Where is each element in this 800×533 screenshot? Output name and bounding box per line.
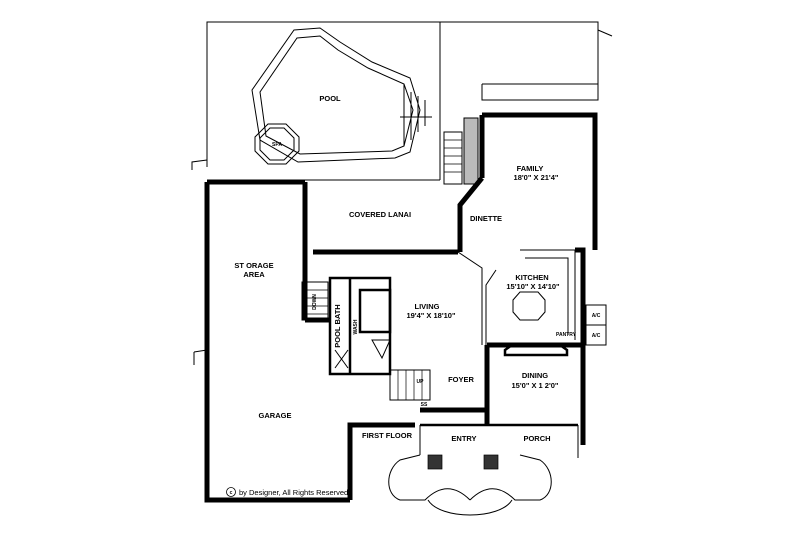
entry-label: ENTRY <box>451 434 476 443</box>
living-size: 19'4" X 18'10" <box>406 311 455 320</box>
spa: SPA <box>254 123 300 165</box>
storage-label: ST ORAGE <box>234 261 273 270</box>
dining-label: DINING <box>522 371 548 380</box>
small-labels: UP DOWN A/C A/C PANTRY WASH SS <box>312 294 601 408</box>
covered-lanai-label: COVERED LANAI <box>349 210 411 219</box>
storage-label-2: AREA <box>243 270 265 279</box>
copyright-text: by Designer, All Rights Reserved <box>239 488 348 497</box>
family-size: 18'0" X 21'4" <box>514 173 559 182</box>
spa-label: SPA <box>272 142 282 148</box>
porch-label: PORCH <box>523 434 550 443</box>
lanai-steps <box>443 117 479 185</box>
pantry-label: PANTRY <box>556 332 577 338</box>
dinette-label: DINETTE <box>470 214 502 223</box>
entry-steps <box>388 454 552 516</box>
wash-label: WASH <box>353 319 359 334</box>
up-label: UP <box>417 379 425 385</box>
ac-label-1: A/C <box>592 313 601 319</box>
kitchen-label: KITCHEN <box>515 273 548 282</box>
living-label: LIVING <box>414 302 439 311</box>
copyright-symbol: c <box>230 490 233 496</box>
ac-label-2: A/C <box>592 333 601 339</box>
family-label: FAMILY <box>517 164 544 173</box>
room-labels: FAMILY 18'0" X 21'4" COVERED LANAI DINET… <box>234 164 560 443</box>
house-walls <box>193 112 598 503</box>
dining-bay <box>503 343 569 357</box>
first-floor-label: FIRST FLOOR <box>362 431 413 440</box>
kitchen-size: 15'10" X 14'10" <box>506 282 560 291</box>
pool-deck <box>191 21 613 181</box>
kitchen <box>512 249 607 346</box>
copyright: c by Designer, All Rights Reserved <box>226 487 348 497</box>
ss-label: SS <box>421 402 428 408</box>
garage-label: GARAGE <box>259 411 292 420</box>
pool: POOL <box>251 27 432 163</box>
dining-size: 15'0" X 1 2'0" <box>512 381 559 390</box>
pool-label: POOL <box>319 94 341 103</box>
foyer-label: FOYER <box>448 375 474 384</box>
pool-bath-label: POOL BATH <box>333 304 342 347</box>
down-label: DOWN <box>312 294 318 310</box>
